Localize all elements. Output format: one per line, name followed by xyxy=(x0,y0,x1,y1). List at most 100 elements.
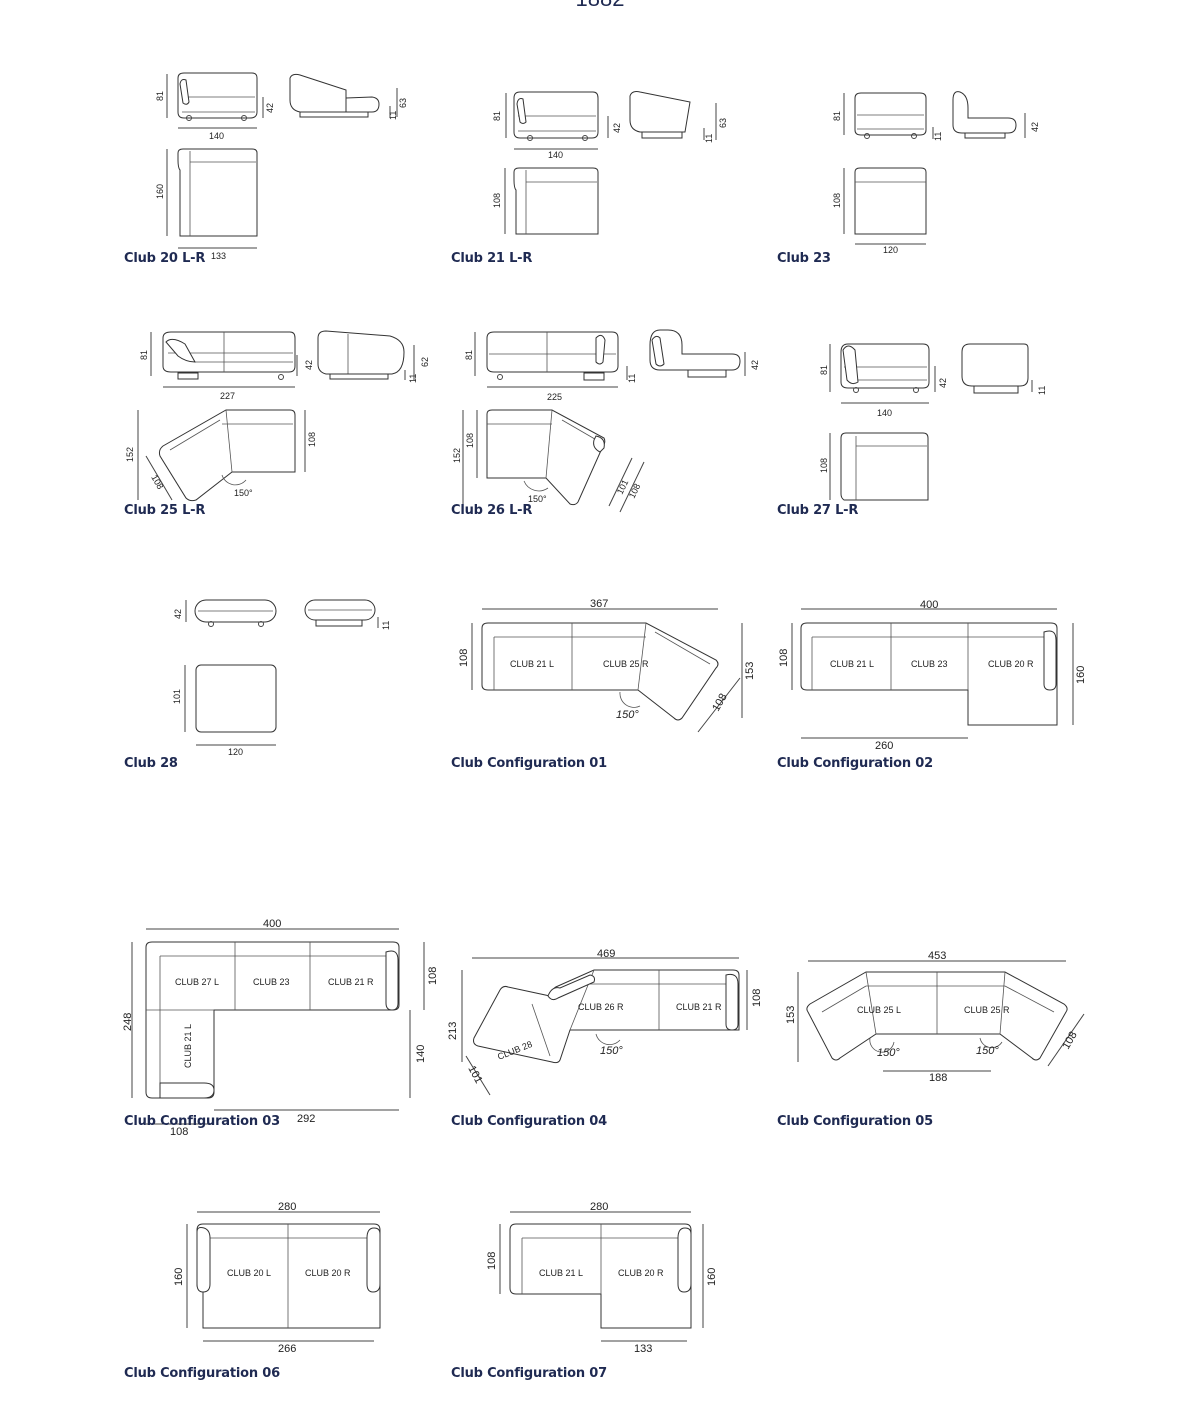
dim-text: 108 xyxy=(819,458,829,473)
dim-text: 150° xyxy=(528,494,547,504)
dim-text: 42 xyxy=(173,609,183,619)
dim-text: 42 xyxy=(612,123,622,133)
club-27-drawing: 81 42 140 11 108 xyxy=(819,343,1047,501)
dim-text: 81 xyxy=(139,350,149,360)
dim-text: 63 xyxy=(398,98,408,108)
item-caption: Club 25 L-R xyxy=(124,503,206,518)
club-23-drawing: 81 11 42 108 120 xyxy=(832,91,1040,255)
dim-text: 42 xyxy=(750,360,760,370)
dim-text: 133 xyxy=(211,251,226,261)
club-26-drawing: 81 225 11 42 152 108 101 108 150° xyxy=(452,329,760,513)
dim-text: 108 xyxy=(486,1252,498,1270)
dim-text: 11 xyxy=(704,134,714,143)
item-caption: Club 26 L-R xyxy=(451,503,533,518)
dim-text: 400 xyxy=(263,918,281,930)
page-title: 1882 xyxy=(0,0,1200,12)
dim-text: 152 xyxy=(125,447,135,462)
module-label: CLUB 21 L xyxy=(510,659,554,669)
item-caption: Club 20 L-R xyxy=(124,251,206,266)
club-20-drawing: 81 42 140 11 63 160 133 xyxy=(155,72,408,261)
dim-text: 11 xyxy=(388,111,398,120)
dim-text: 11 xyxy=(408,374,418,383)
dim-text: 150° xyxy=(600,1045,623,1057)
dim-text: 108 xyxy=(170,1126,188,1138)
item-caption: Club Configuration 02 xyxy=(777,756,933,771)
config-06-drawing: 280 160 266 CLUB 20 L CLUB 20 R xyxy=(173,1201,381,1355)
module-label: CLUB 23 xyxy=(911,659,948,669)
dim-text: 81 xyxy=(819,365,829,375)
dim-text: 11 xyxy=(933,132,943,141)
config-03-drawing: 400 248 108 140 292 108 CLUB 27 L CLUB 2… xyxy=(122,918,439,1138)
module-label: CLUB 25 L xyxy=(857,1005,901,1015)
module-label: CLUB 20 R xyxy=(988,659,1034,669)
dim-text: 292 xyxy=(297,1113,315,1125)
dim-text: 108 xyxy=(492,193,502,208)
dim-text: 160 xyxy=(706,1268,718,1286)
dim-text: 160 xyxy=(155,184,165,199)
dim-text: 248 xyxy=(122,1013,134,1031)
dim-text: 280 xyxy=(278,1201,296,1213)
club-28-drawing: 42 11 101 120 xyxy=(172,599,391,757)
dim-text: 140 xyxy=(877,408,892,418)
dim-text: 63 xyxy=(718,118,728,128)
config-01-drawing: 367 108 153 108 150° CLUB 21 L CLUB 25 R xyxy=(458,598,756,733)
dim-text: 81 xyxy=(832,111,842,121)
dim-text: 266 xyxy=(278,1343,296,1355)
dim-text: 160 xyxy=(173,1268,185,1286)
dim-text: 153 xyxy=(744,662,756,680)
item-caption: Club 23 xyxy=(777,251,831,266)
module-label: CLUB 21 R xyxy=(328,977,374,987)
dim-text: 188 xyxy=(929,1072,947,1084)
item-caption: Club 27 L-R xyxy=(777,503,859,518)
dim-text: 108 xyxy=(778,649,790,667)
config-04-drawing: 469 213 108 101 150° CLUB 26 R CLUB 21 R… xyxy=(447,948,763,1096)
module-label: CLUB 23 xyxy=(253,977,290,987)
dim-text: 469 xyxy=(597,948,615,960)
item-caption: Club Configuration 03 xyxy=(124,1114,280,1129)
dim-text: 108 xyxy=(307,432,317,447)
item-caption: Club Configuration 05 xyxy=(777,1114,933,1129)
dim-text: 108 xyxy=(149,473,165,491)
dim-text: 120 xyxy=(228,747,243,757)
dim-text: 150° xyxy=(877,1047,900,1059)
dim-text: 140 xyxy=(548,150,563,160)
item-caption: Club 21 L-R xyxy=(451,251,533,266)
config-02-drawing: 400 108 160 260 CLUB 21 L CLUB 23 CLUB 2… xyxy=(778,599,1087,752)
config-07-drawing: 280 108 160 133 CLUB 21 L CLUB 20 R xyxy=(486,1201,718,1355)
item-caption: Club Configuration 04 xyxy=(451,1114,607,1129)
module-label: CLUB 20 R xyxy=(618,1268,664,1278)
dim-text: 260 xyxy=(875,740,893,752)
dim-text: 81 xyxy=(464,350,474,360)
dim-text: 400 xyxy=(920,599,938,611)
dim-text: 213 xyxy=(447,1022,459,1040)
module-label: CLUB 20 R xyxy=(305,1268,351,1278)
dim-text: 11 xyxy=(627,374,637,383)
dim-text: 227 xyxy=(220,391,235,401)
dim-text: 150° xyxy=(976,1045,999,1057)
dim-text: 280 xyxy=(590,1201,608,1213)
dim-text: 140 xyxy=(415,1045,427,1063)
dim-text: 81 xyxy=(492,111,502,121)
module-label: CLUB 21 R xyxy=(676,1002,722,1012)
dim-text: 140 xyxy=(209,131,224,141)
config-05-drawing: 453 153 108 188 150° 150° CLUB 25 L CLUB… xyxy=(785,950,1085,1084)
dim-text: 42 xyxy=(265,103,275,113)
dim-text: 101 xyxy=(172,689,182,704)
dim-text: 42 xyxy=(938,378,948,388)
dim-text: 42 xyxy=(1030,122,1040,132)
club-25-drawing: 81 42 227 11 62 152 108 108 150° xyxy=(125,330,430,502)
item-caption: Club 28 xyxy=(124,756,178,771)
module-label: CLUB 25 R xyxy=(964,1005,1010,1015)
dim-text: 81 xyxy=(155,91,165,101)
dim-text: 62 xyxy=(420,357,430,367)
dim-text: 225 xyxy=(547,392,562,402)
module-label: CLUB 20 L xyxy=(227,1268,271,1278)
dim-text: 108 xyxy=(465,433,475,448)
dim-text: 11 xyxy=(381,621,391,630)
dim-text: 108 xyxy=(832,193,842,208)
item-caption: Club Configuration 07 xyxy=(451,1366,607,1381)
dim-text: 150° xyxy=(234,488,253,498)
dim-text: 367 xyxy=(590,598,608,610)
club-21-drawing: 81 42 140 11 63 108 xyxy=(492,91,728,235)
